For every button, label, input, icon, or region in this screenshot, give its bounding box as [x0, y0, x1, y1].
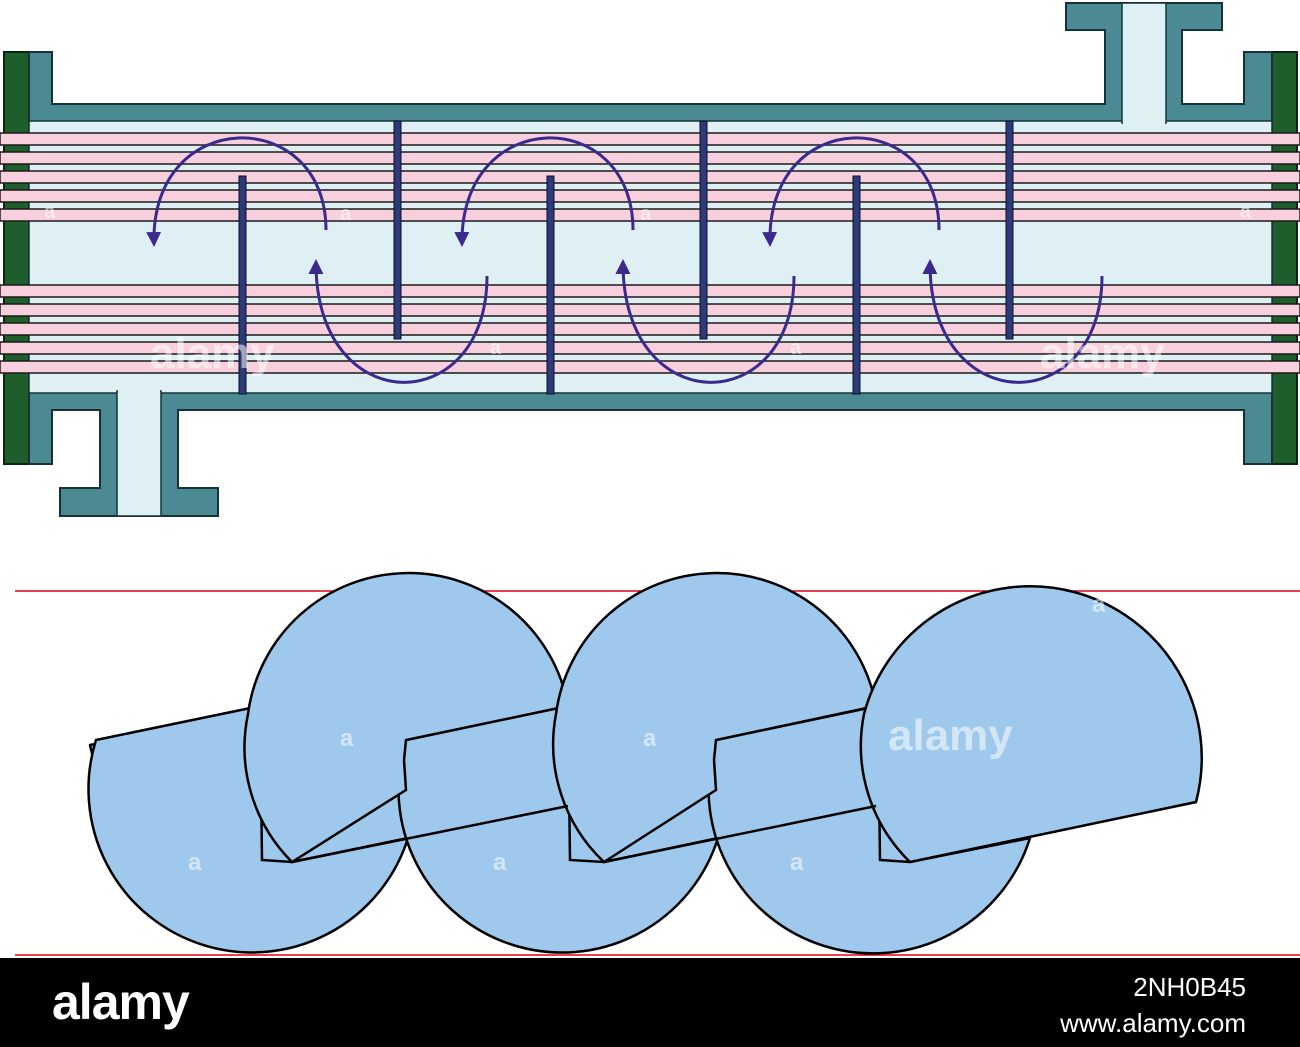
- baffle-bottom-3: [852, 175, 861, 395]
- helical-baffle-section: [15, 571, 1300, 956]
- left-flange: [3, 51, 30, 465]
- baffles: [238, 120, 1014, 395]
- watermark-letter: a: [340, 203, 352, 225]
- outlet-nozzle-icon: [1121, 2, 1167, 124]
- watermark-letter: a: [340, 725, 354, 752]
- watermark-letter: a: [493, 849, 507, 876]
- watermark-letter: a: [790, 337, 802, 359]
- brand-logo: alamy: [52, 974, 190, 1030]
- watermark-word: alamy: [150, 329, 275, 378]
- baffle-bottom-1: [238, 175, 247, 395]
- arrowhead-icon: [922, 259, 1104, 384]
- heat-exchanger-diagram: alamy alamy alamy a a a a a a a a a a a …: [0, 2, 1300, 956]
- watermark-letter: a: [790, 849, 804, 876]
- inlet-nozzle-icon: [116, 390, 162, 517]
- arrowhead-icon: [762, 136, 941, 247]
- arrowhead-icon: [615, 259, 796, 384]
- watermark-word: alamy: [888, 711, 1013, 760]
- footer-bar: alamy 2NH0B45 www.alamy.com: [0, 958, 1300, 1047]
- arrowhead-icon: [146, 136, 328, 247]
- watermark-letter: a: [188, 849, 202, 876]
- baffle-top-3: [1005, 120, 1014, 340]
- baffle-top-2: [699, 120, 708, 340]
- image-id: 2NH0B45: [1133, 972, 1246, 1002]
- shell-and-tube-section: [0, 2, 1300, 517]
- arrowhead-icon: [454, 136, 635, 247]
- watermark-letter: a: [1092, 591, 1106, 618]
- site-url: www.alamy.com: [1060, 1008, 1246, 1038]
- baffle-top-1: [393, 120, 402, 340]
- watermark-word: alamy: [1040, 329, 1165, 378]
- right-flange: [1271, 51, 1298, 465]
- watermark-overlay: alamy alamy alamy a a a a a a a a a a a …: [44, 201, 1252, 876]
- flow-arrows: [146, 136, 1104, 384]
- watermark-letter: a: [1240, 201, 1252, 223]
- watermark-letter: a: [643, 725, 657, 752]
- baffle-bottom-2: [546, 175, 555, 395]
- watermark-letter: a: [490, 337, 502, 359]
- watermark-letter: a: [44, 201, 56, 223]
- watermark-letter: a: [640, 203, 652, 225]
- arrowhead-icon: [308, 259, 489, 384]
